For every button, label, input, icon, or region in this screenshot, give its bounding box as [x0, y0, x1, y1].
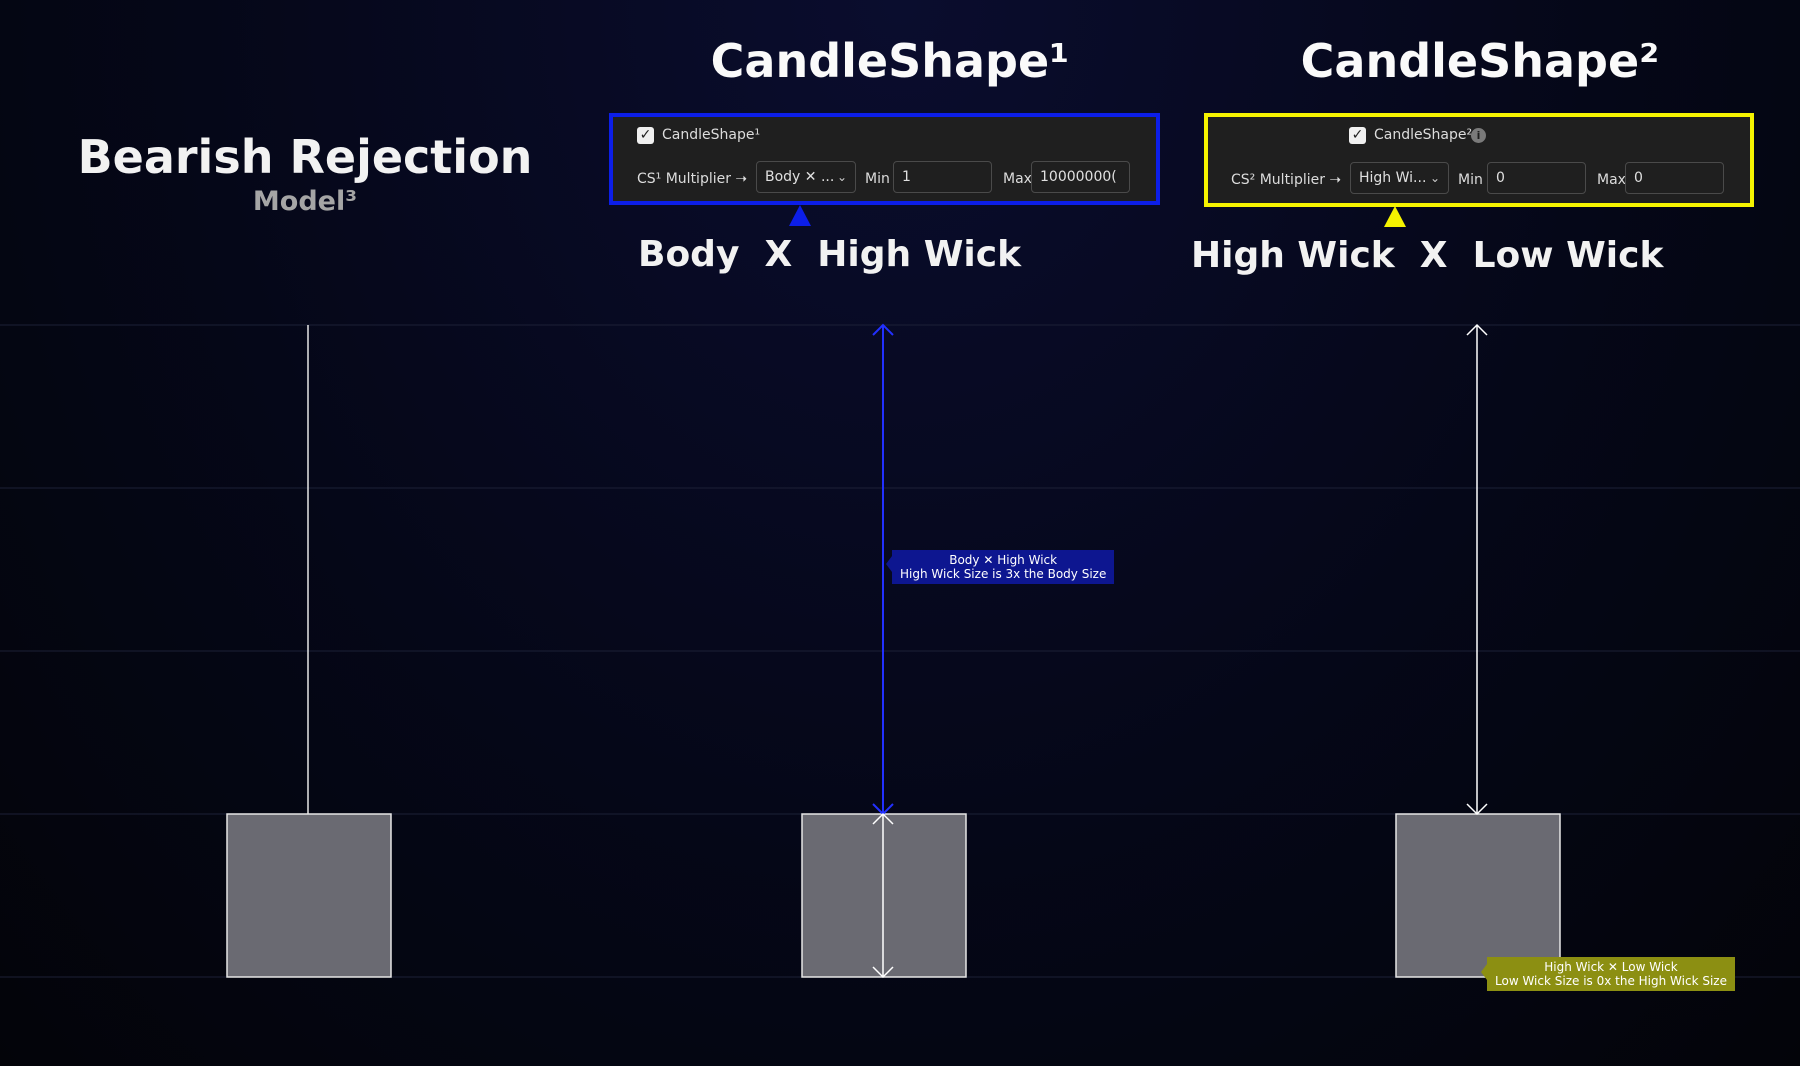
cs2-min-input[interactable]: 0 — [1487, 162, 1586, 194]
arrow-up-icon — [872, 812, 894, 825]
candleshape2-title: CandleShape² — [1300, 34, 1660, 88]
cs2-max-label: Max — [1597, 172, 1626, 188]
page-title: Bearish Rejection — [77, 130, 533, 184]
candleshape2-pointer — [1384, 206, 1406, 227]
candle2-body — [801, 813, 967, 978]
tooltip-notch — [886, 556, 892, 572]
candleshape1-title: CandleShape¹ — [710, 34, 1070, 88]
cs1-multiplier-label: CS¹ Multiplier ➝ — [637, 171, 748, 187]
cs2-max-input[interactable]: 0 — [1625, 162, 1724, 194]
candle3-body — [1395, 813, 1561, 978]
candleshape2-checkbox-label: CandleShape² — [1374, 127, 1473, 143]
candleshape2-formula: High Wick X Low Wick — [1191, 235, 1664, 276]
cs1-select-value: Body ✕ ... — [765, 169, 835, 185]
cs2-min-label: Min — [1458, 172, 1483, 188]
cs1-max-input[interactable]: 10000000( — [1031, 161, 1130, 193]
candleshape2-settings-panel: ✓ CandleShape² i CS² Multiplier ➝ High W… — [1204, 113, 1754, 207]
page-subtitle: Model³ — [252, 186, 358, 217]
tooltip-line1: Body ✕ High Wick — [949, 553, 1058, 567]
candleshape1-checkbox-label: CandleShape¹ — [662, 127, 761, 143]
cs1-max-label: Max — [1003, 171, 1032, 187]
candle1-body — [226, 813, 392, 978]
chevron-down-icon: ⌄ — [1429, 171, 1440, 185]
arrow-up-icon — [872, 323, 894, 336]
arrow-down-icon — [872, 966, 894, 979]
arrow-up-icon — [1466, 323, 1488, 336]
cs1-min-label: Min — [865, 171, 890, 187]
cs1-multiplier-select[interactable]: Body ✕ ... ⌄ — [756, 161, 856, 193]
cs2-select-value: High Wi... — [1359, 170, 1427, 186]
candleshape2-tooltip: High Wick ✕ Low Wick Low Wick Size is 0x… — [1487, 957, 1735, 991]
candleshape1-settings-panel: ✓ CandleShape¹ CS¹ Multiplier ➝ Body ✕ .… — [609, 113, 1160, 205]
tooltip-line2: High Wick Size is 3x the Body Size — [900, 567, 1107, 581]
check-icon[interactable]: ✓ — [1349, 127, 1366, 144]
cs2-multiplier-label: CS² Multiplier ➝ — [1231, 172, 1342, 188]
candleshape1-tooltip: Body ✕ High Wick High Wick Size is 3x th… — [892, 550, 1115, 584]
chevron-down-icon: ⌄ — [836, 170, 847, 184]
info-icon[interactable]: i — [1471, 128, 1486, 143]
tooltip-line1: High Wick ✕ Low Wick — [1544, 960, 1678, 974]
arrow-down-icon — [1466, 803, 1488, 816]
cs2-multiplier-select[interactable]: High Wi... ⌄ — [1350, 162, 1449, 194]
candleshape1-pointer — [789, 205, 811, 226]
cs1-min-input[interactable]: 1 — [893, 161, 992, 193]
candleshape1-formula: Body X High Wick — [638, 234, 1022, 275]
tooltip-notch — [1481, 964, 1487, 980]
tooltip-line2: Low Wick Size is 0x the High Wick Size — [1495, 974, 1727, 988]
check-icon[interactable]: ✓ — [637, 127, 654, 144]
